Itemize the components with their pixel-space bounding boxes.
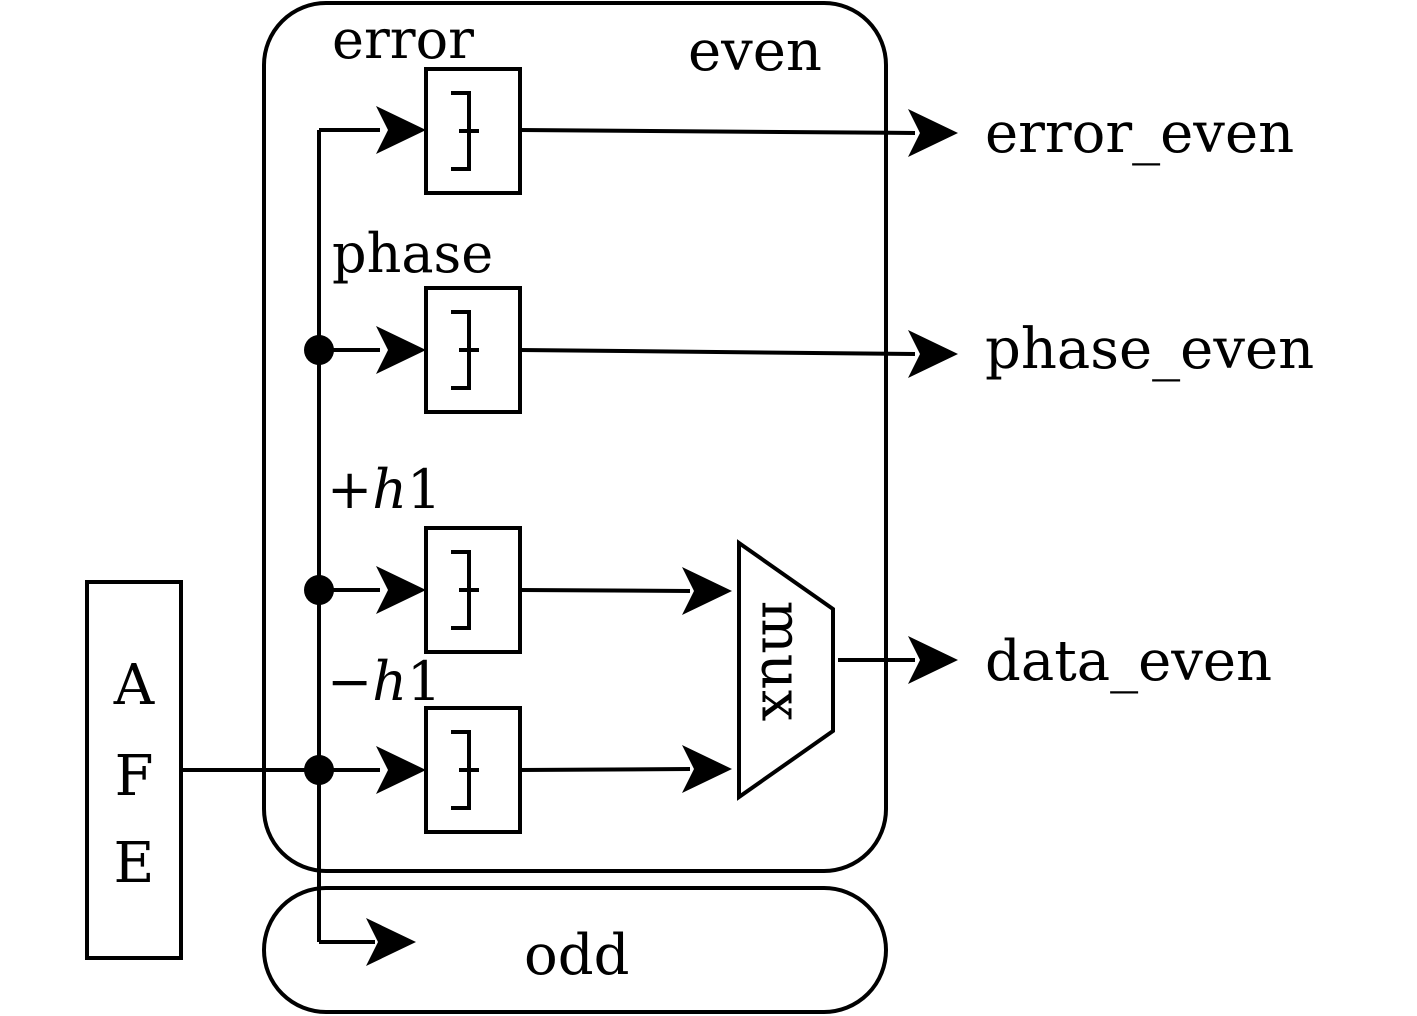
plus-h1-output-arrow [682,567,732,615]
error-even-output-label: error_even [985,101,1294,166]
odd-feed-arrow [366,918,416,966]
phase-even-output-label: phase_even [985,317,1314,382]
data-even-output-label: data_even [985,629,1272,694]
plus-h1-slicer-label: +h1 [327,458,441,521]
minus-h1-output-wire [519,767,691,772]
afe-letter-e: E [114,831,155,896]
odd-group-box [262,886,888,1014]
minus-h1-sign: − [327,650,372,713]
plus-h1-output-wire [519,588,691,593]
minus-h1-slicer-label: −h1 [327,650,441,713]
minus-h1-output-arrow [682,745,732,793]
plus-h1-sign: + [327,458,372,521]
minus-h1-input-arrow [376,746,426,794]
mux-output-arrow [908,636,958,684]
error-output-arrow [908,109,958,157]
even-group-label: even [688,19,822,84]
afe-letter-f: F [115,744,154,809]
minus-h1-num: 1 [407,650,441,713]
phase-slicer-label: phase [332,222,493,285]
error-output-wire [519,128,916,135]
even-group-box [262,1,888,873]
mux-label: mux [749,601,814,722]
mux-block [737,539,835,801]
plus-h1-input-arrow [376,566,426,614]
afe-letter-a: A [113,653,155,718]
phase-output-wire [519,348,916,356]
odd-group-label: odd [524,923,629,988]
minus-h1-var: h [372,650,407,713]
plus-h1-var: h [372,458,407,521]
plus-h1-num: 1 [407,458,441,521]
junction-dot-minus-h1 [304,755,334,785]
phase-output-arrow [908,330,958,378]
error-input-arrow [376,106,426,154]
error-slicer-label: error [332,8,474,71]
phase-input-arrow [376,326,426,374]
phase-slicer [424,286,522,414]
